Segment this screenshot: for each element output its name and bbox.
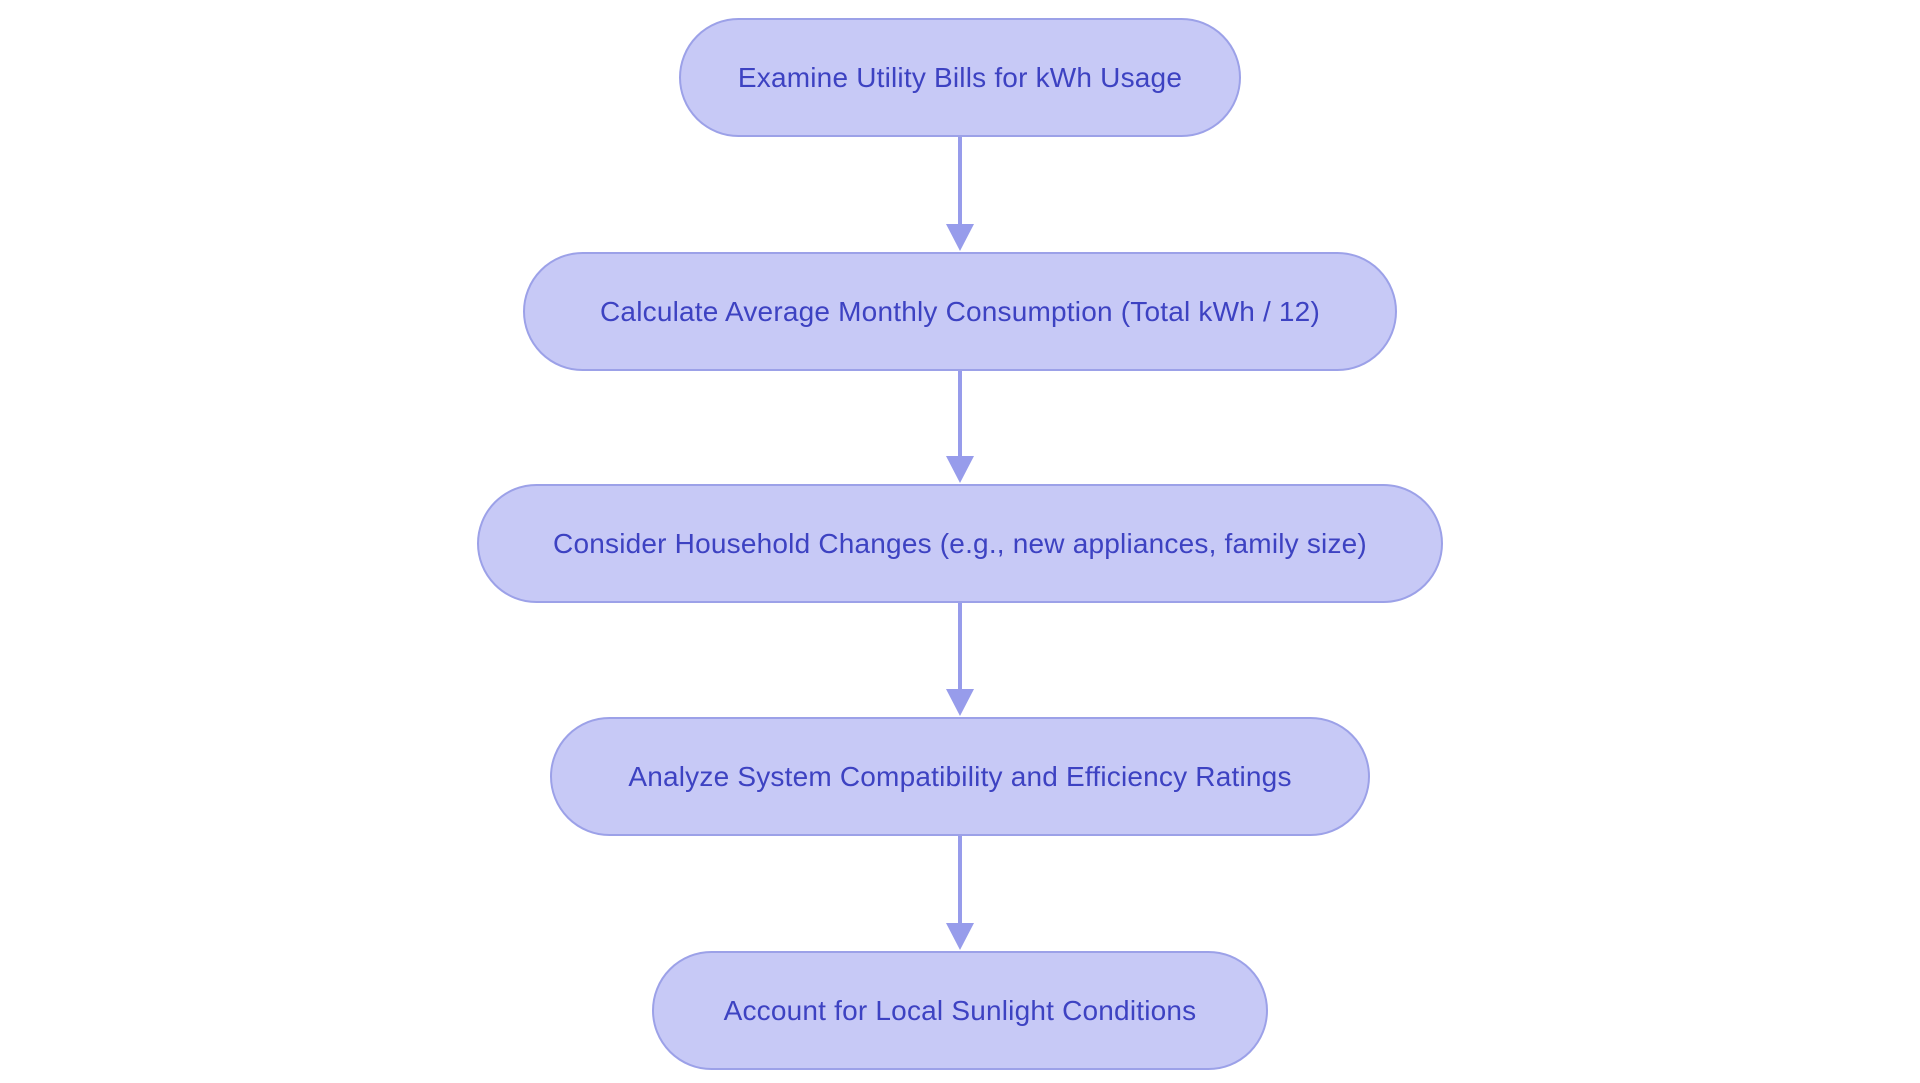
node-label: Examine Utility Bills for kWh Usage — [737, 61, 1183, 93]
node-label: Analyze System Compatibility and Efficie… — [628, 760, 1292, 792]
connector-arrow-3-4 — [946, 603, 974, 716]
arrow-line — [958, 371, 962, 456]
node-label: Calculate Average Monthly Consumption (T… — [600, 295, 1320, 327]
node-consider-household-changes: Consider Household Changes (e.g., new ap… — [477, 484, 1443, 603]
arrow-line — [958, 603, 962, 689]
connector-arrow-2-3 — [946, 371, 974, 483]
node-analyze-system-compatibility: Analyze System Compatibility and Efficie… — [550, 717, 1370, 836]
node-calculate-monthly-consumption: Calculate Average Monthly Consumption (T… — [523, 252, 1397, 371]
node-examine-utility-bills: Examine Utility Bills for kWh Usage — [679, 18, 1241, 137]
connector-arrow-1-2 — [946, 137, 974, 251]
node-account-local-sunlight: Account for Local Sunlight Conditions — [652, 951, 1268, 1070]
connector-arrow-4-5 — [946, 836, 974, 950]
node-label: Account for Local Sunlight Conditions — [723, 994, 1197, 1026]
arrow-line — [958, 836, 962, 923]
arrow-head-icon — [946, 923, 974, 950]
node-label: Consider Household Changes (e.g., new ap… — [553, 527, 1367, 559]
arrow-head-icon — [946, 456, 974, 483]
arrow-head-icon — [946, 689, 974, 716]
arrow-line — [958, 137, 962, 224]
arrow-head-icon — [946, 224, 974, 251]
